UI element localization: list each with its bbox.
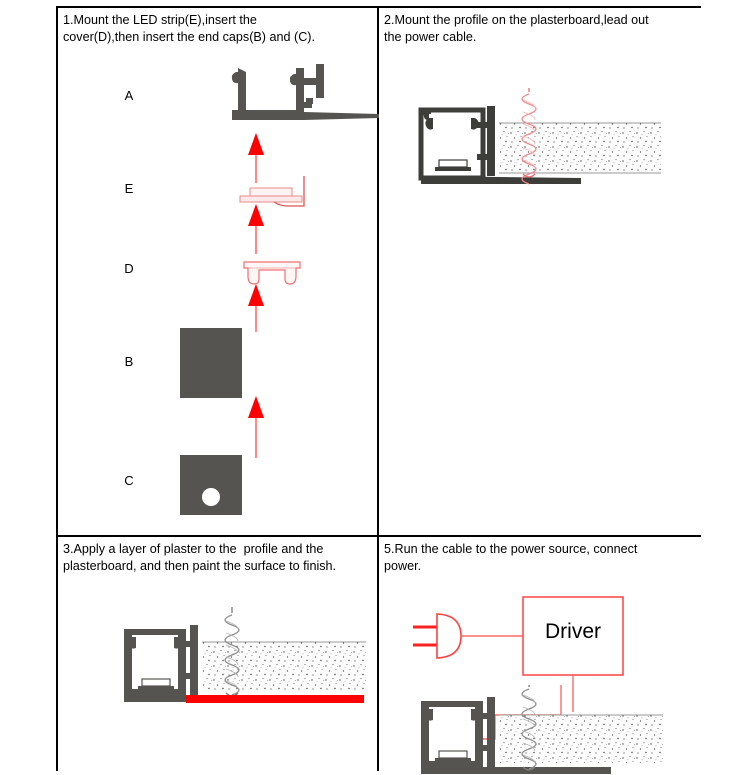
figure-profile-on-plasterboard — [411, 88, 661, 198]
figure-plaster-applied — [114, 607, 366, 717]
part-label-c: C — [124, 473, 134, 488]
figure-led-strip-e — [234, 176, 324, 210]
panel-2: 2.Mount the profile on the plasterboard,… — [379, 8, 701, 535]
figure-end-cap-c — [180, 455, 250, 517]
part-label-e: E — [124, 181, 134, 196]
panel-1-caption: 1.Mount the LED strip(E),insert the cove… — [63, 13, 315, 44]
panel-1: 1.Mount the LED strip(E),insert the cove… — [56, 8, 379, 535]
part-label-a: A — [124, 88, 134, 103]
assembly-arrow-1 — [244, 133, 268, 183]
figure-end-cap-b — [180, 328, 250, 400]
frame-left-border — [56, 6, 58, 771]
panel-4-caption: 5.Run the cable to the power source, con… — [384, 542, 638, 573]
assembly-arrow-3 — [244, 284, 268, 332]
assembly-arrow-4 — [244, 396, 268, 458]
part-label-b: B — [124, 354, 134, 369]
panel-3-caption: 3.Apply a layer of plaster to the profil… — [63, 542, 337, 573]
figure-profile-connected — [411, 685, 663, 775]
panel-2-caption: 2.Mount the profile on the plasterboard,… — [384, 13, 649, 44]
panel-3: 3.Apply a layer of plaster to the profil… — [56, 537, 377, 775]
figure-profile-body-a — [174, 58, 384, 138]
figure-driver-wiring — [407, 592, 667, 712]
part-label-d: D — [124, 261, 134, 276]
figure-cover-d — [238, 256, 310, 290]
assembly-arrow-2 — [244, 204, 268, 254]
frame-center-divider — [377, 6, 379, 771]
driver-box-label: Driver — [545, 620, 601, 643]
panel-4: 5.Run the cable to the power source, con… — [379, 537, 701, 775]
